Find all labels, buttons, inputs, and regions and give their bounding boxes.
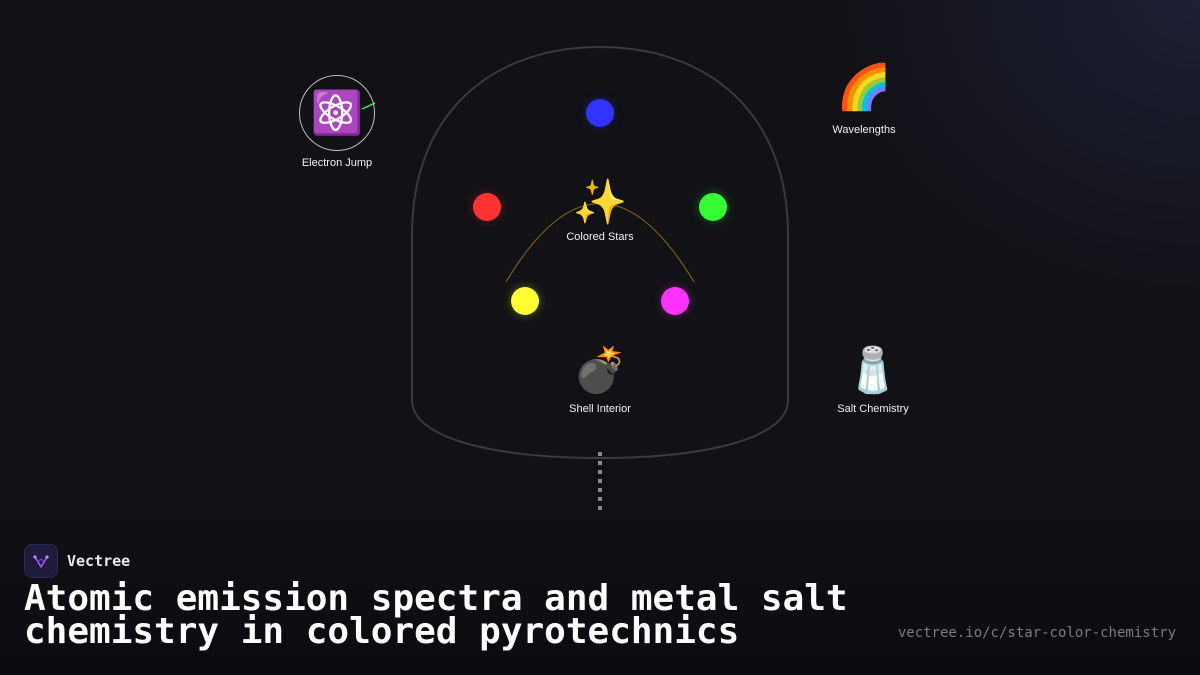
source-url[interactable]: vectree.io/c/star-color-chemistry <box>897 625 1176 641</box>
atom-icon: ⚛️ <box>310 88 364 137</box>
page-title: Atomic emission spectra and metal salt c… <box>24 578 848 652</box>
electron-jump-ring: ⚛️ <box>299 75 375 151</box>
burst-arc <box>505 202 695 283</box>
rainbow-icon: 🌈 <box>836 62 892 113</box>
node-label: Salt Chemistry <box>837 403 909 415</box>
node-colored-stars[interactable]: ✨ Colored Stars <box>566 177 633 243</box>
node-label: Shell Interior <box>569 403 631 415</box>
node-salt-chemistry[interactable]: 🧂 Salt Chemistry <box>837 345 909 415</box>
star-blue <box>586 99 614 127</box>
node-label: Wavelengths <box>832 124 896 136</box>
shell-outline <box>411 45 789 460</box>
salt-shaker-icon: 🧂 <box>845 345 901 396</box>
star-magenta <box>661 287 689 315</box>
sparkles-icon: ✨ <box>572 177 628 228</box>
vectree-logo-icon <box>24 544 58 578</box>
brand[interactable]: Vectree <box>24 544 130 578</box>
node-shell-interior[interactable]: 💣 Shell Interior <box>569 345 631 415</box>
bomb-icon: 💣 <box>572 345 628 396</box>
star-yellow <box>511 287 539 315</box>
node-electron-jump[interactable]: ⚛️ Electron Jump <box>299 75 375 169</box>
node-label: Colored Stars <box>566 231 634 243</box>
node-label: Electron Jump <box>301 157 373 169</box>
node-wavelengths[interactable]: 🌈 Wavelengths <box>832 62 895 136</box>
brand-name: Vectree <box>67 552 131 570</box>
star-green <box>699 193 727 221</box>
star-red <box>473 193 501 221</box>
